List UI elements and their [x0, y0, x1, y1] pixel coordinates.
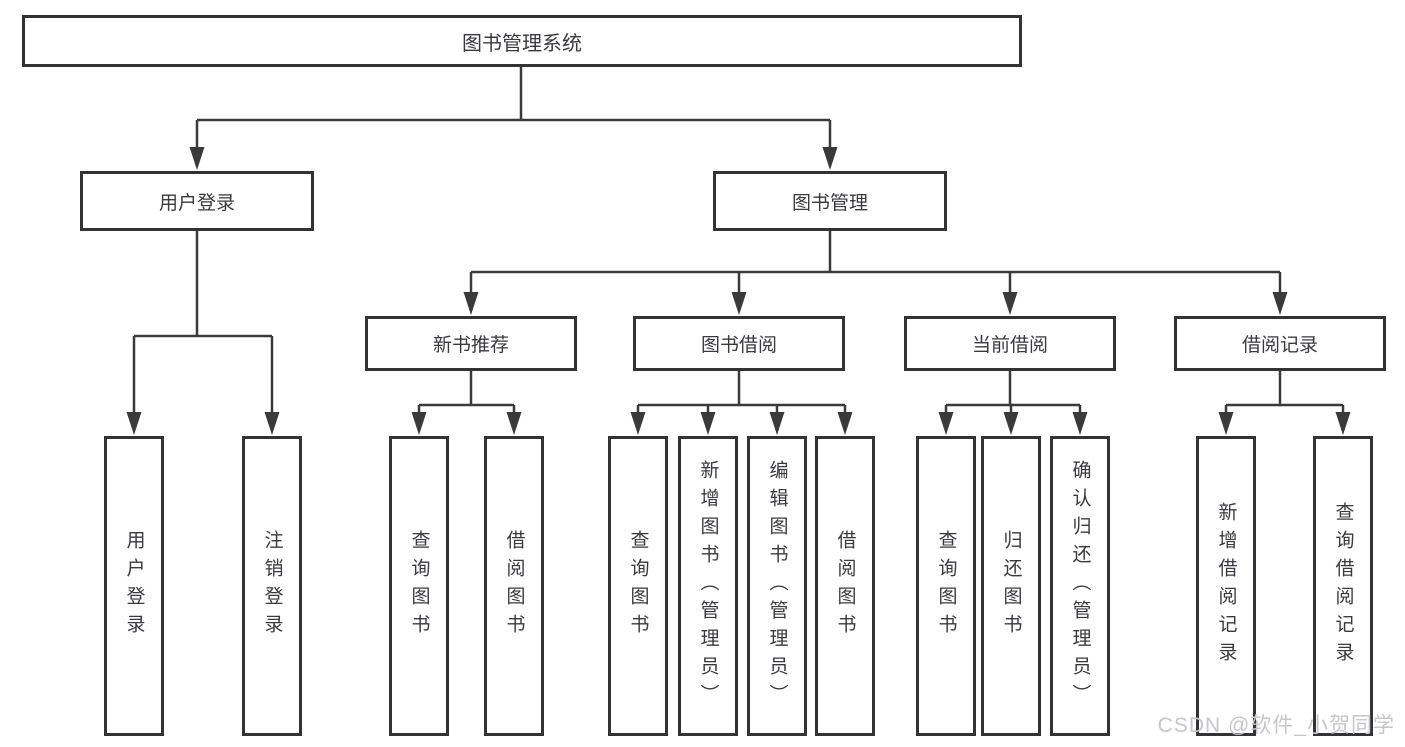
leaf-borrow-books-recommend-label: 借阅图书: [503, 530, 525, 642]
leaf-query-books-recommend-label: 查询图书: [408, 530, 430, 642]
leaf-logout-label: 注销登录: [261, 530, 283, 642]
node-new-book-recommend: 新书推荐: [365, 316, 577, 371]
csdn-watermark: CSDN @软件_小贺同学: [1157, 714, 1395, 737]
node-borrow-records: 借阅记录: [1174, 316, 1386, 371]
leaf-confirm-return-admin-label: 确认归还（管理员）: [1069, 460, 1091, 712]
leaf-user-login: 用户登录: [104, 436, 164, 736]
leaf-query-books-current: 查询图书: [916, 436, 976, 736]
node-current-borrow: 当前借阅: [904, 316, 1116, 371]
leaf-add-borrow-record: 新增借阅记录: [1196, 436, 1256, 736]
leaf-add-books-admin-label: 新增图书（管理员）: [697, 460, 719, 712]
leaf-logout: 注销登录: [242, 436, 302, 736]
leaf-user-login-label: 用户登录: [123, 530, 145, 642]
leaf-query-books-current-label: 查询图书: [935, 530, 957, 642]
node-user-login: 用户登录: [80, 171, 314, 231]
leaf-edit-books-admin: 编辑图书（管理员）: [747, 436, 807, 736]
leaf-edit-books-admin-label: 编辑图书（管理员）: [766, 460, 788, 712]
leaf-add-borrow-record-label: 新增借阅记录: [1215, 502, 1237, 670]
leaf-borrow-books-label: 借阅图书: [834, 530, 856, 642]
leaf-add-books-admin: 新增图书（管理员）: [678, 436, 738, 736]
leaf-confirm-return-admin: 确认归还（管理员）: [1050, 436, 1110, 736]
leaf-return-books-label: 归还图书: [1000, 530, 1022, 642]
leaf-borrow-books-recommend: 借阅图书: [484, 436, 544, 736]
node-book-borrow: 图书借阅: [633, 316, 845, 371]
leaf-return-books: 归还图书: [981, 436, 1041, 736]
node-root-system: 图书管理系统: [22, 15, 1022, 67]
node-book-management: 图书管理: [713, 171, 947, 231]
leaf-query-borrow-record-label: 查询借阅记录: [1332, 502, 1354, 670]
leaf-query-books-borrow-label: 查询图书: [627, 530, 649, 642]
leaf-query-borrow-record: 查询借阅记录: [1313, 436, 1373, 736]
leaf-borrow-books: 借阅图书: [815, 436, 875, 736]
leaf-query-books-borrow: 查询图书: [608, 436, 668, 736]
leaf-query-books-recommend: 查询图书: [389, 436, 449, 736]
